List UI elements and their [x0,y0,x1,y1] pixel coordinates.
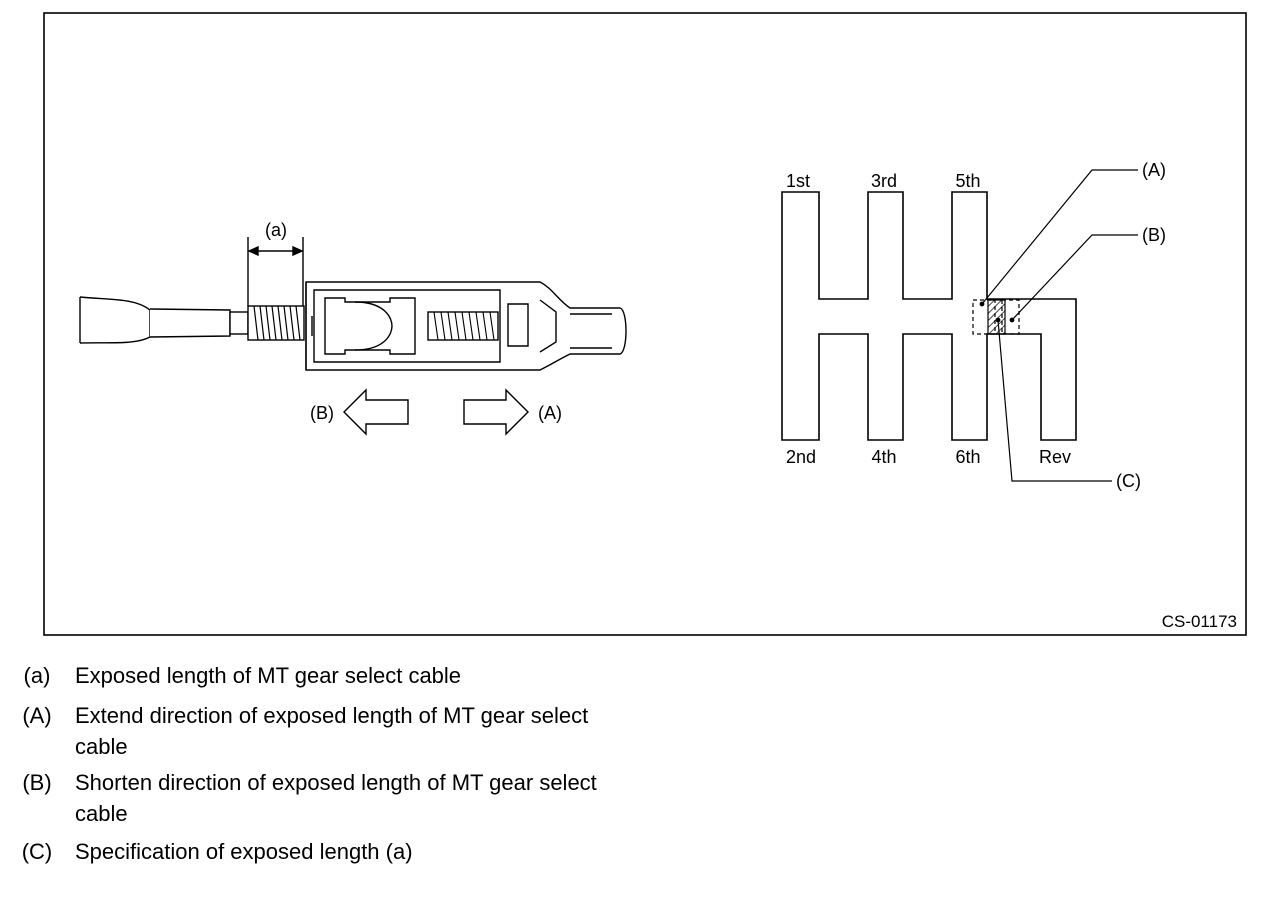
legend-text: Exposed length of MT gear select cable [75,663,462,688]
legend-text: Extend direction of exposed length of MT… [75,703,589,759]
dimension-a [247,237,304,306]
gear-label-5th: 5th [955,171,980,191]
figure-diagram: (a) (B) (A) 1st 3rd 5th 2nd 4th 6th Rev … [43,12,1247,636]
inner-cable [149,308,231,338]
legend-text: Shorten direction of exposed length of M… [75,770,597,826]
gear-label-1st: 1st [786,171,810,191]
position-a-dashed [972,299,996,335]
figure-code: CS-01173 [1162,612,1237,631]
callout-leaders [979,169,1138,482]
gear-label-3rd: 3rd [871,171,897,191]
cable-sheath [79,296,151,344]
legend-key: (B) [22,770,52,795]
gear-label-rev: Rev [1039,447,1071,467]
callout-a-label: (A) [1142,160,1166,180]
cable-assembly [79,281,627,371]
callout-c-label: (C) [1116,471,1141,491]
legend-key: (A) [22,703,52,728]
legend-key: (a) [23,663,51,688]
gear-label-4th: 4th [871,447,896,467]
callout-b-label: (B) [1142,225,1166,245]
spec-range-hatch [987,299,1006,335]
gear-label-6th: 6th [955,447,980,467]
figure-frame [43,12,1247,636]
gear-shift-pattern [781,191,1077,441]
arrow-a-label: (A) [538,403,562,423]
legend-key: (C) [21,839,53,864]
dimension-a-label: (a) [265,220,287,240]
arrow-b-shorten [343,388,409,436]
position-b-dashed [1001,299,1020,335]
legend-text: Specification of exposed length (a) [75,839,413,864]
gear-label-2nd: 2nd [786,447,816,467]
arrow-b-label: (B) [310,403,334,423]
arrow-a-extend [463,388,529,436]
